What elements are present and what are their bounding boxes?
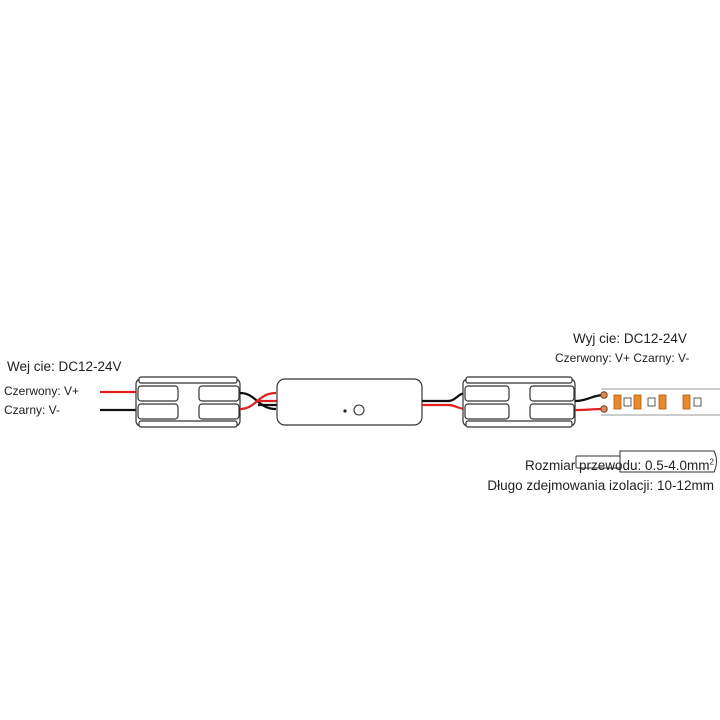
left-connector xyxy=(135,376,241,428)
strip-pad-bottom xyxy=(600,405,608,413)
left-connector-slot-tr xyxy=(198,385,240,402)
controller-to-right-wires xyxy=(422,391,467,411)
left-to-controller-wires xyxy=(239,391,278,411)
wire-strip-illustration xyxy=(575,450,717,473)
resistor-chip xyxy=(693,397,702,407)
left-connector-slot-br xyxy=(198,403,240,420)
strip-pad-top xyxy=(600,391,608,399)
output-title: Wyj cie: DC12-24V xyxy=(573,331,687,346)
left-connector-slot-tl xyxy=(137,385,179,402)
left-connector-top-bar xyxy=(138,376,238,384)
led-chip xyxy=(682,394,691,410)
controller-module xyxy=(276,378,423,426)
output-red-wire xyxy=(574,407,605,412)
wire-size-spec: Rozmiar przewodu: 0.5-4.0mm2 xyxy=(525,458,714,473)
wire-insulation xyxy=(619,450,717,473)
resistor-chip xyxy=(647,397,656,407)
right-connector-slot-tl xyxy=(464,385,510,402)
led-chip xyxy=(613,394,622,410)
right-connector-slot-tr xyxy=(529,385,575,402)
controller-body[interactable] xyxy=(276,378,423,426)
wire-size-superscript: 2 xyxy=(709,457,714,467)
input-black-label: Czarny: V- xyxy=(4,403,61,417)
led-chip xyxy=(633,394,642,410)
input-title: Wej cie: DC12-24V xyxy=(7,359,122,374)
led-chip xyxy=(658,394,667,410)
output-colors-label: Czerwony: V+ Czarny: V- xyxy=(555,351,690,365)
output-black-wire xyxy=(574,393,605,403)
left-connector-slot-bl xyxy=(137,403,179,420)
status-led-dot xyxy=(343,409,347,413)
input-red-label: Czerwony: V+ xyxy=(4,384,80,398)
controller-button[interactable] xyxy=(353,404,365,416)
input-wires xyxy=(100,390,140,412)
strip-length-spec: Długo zdejmowania izolacji: 10-12mm xyxy=(487,478,714,493)
right-connector-slot-br xyxy=(529,403,575,420)
wire-size-text: Rozmiar przewodu: 0.5-4.0mm xyxy=(524,458,710,473)
left-connector-bottom-bar xyxy=(138,420,238,428)
right-connector-bottom-bar xyxy=(465,420,573,428)
led-strip xyxy=(600,388,720,416)
right-connector-slot-bl xyxy=(464,403,510,420)
right-connector-top-bar xyxy=(465,376,573,384)
right-connector xyxy=(462,376,576,428)
output-wires xyxy=(574,393,605,412)
left-red-wire xyxy=(239,391,277,411)
resistor-chip xyxy=(623,397,632,407)
